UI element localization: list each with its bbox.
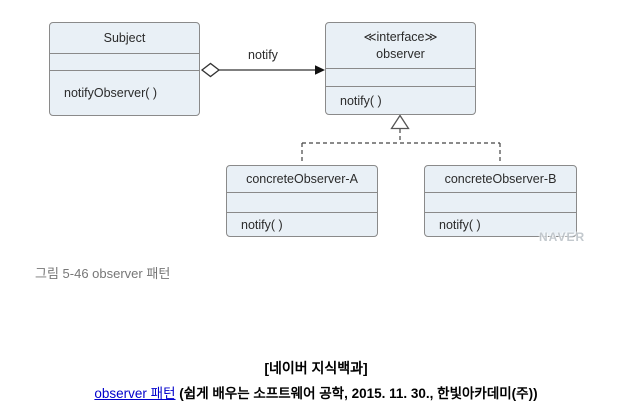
figure-caption: 그림 5-46 observer 패턴 (35, 266, 171, 281)
class-attributes-observer (326, 69, 475, 87)
class-box-observer: ≪interface≫ observer notify( ) (325, 22, 476, 115)
class-attributes-concrete-observer-b (425, 193, 576, 213)
class-name-observer: observer (376, 46, 425, 61)
class-method-concrete-observer-b: notify( ) (439, 217, 481, 232)
aggregation-diamond-icon (200, 62, 221, 78)
class-method-concrete-observer-a: notify( ) (241, 217, 283, 232)
class-box-concrete-observer-b: concreteObserver-B notify( ) (424, 165, 577, 237)
class-attributes-concrete-observer-a (227, 193, 377, 213)
citation-line: observer 패턴 (쉽게 배우는 소프트웨어 공학, 2015. 11. … (0, 382, 632, 402)
realization-dashed-lines (301, 129, 501, 164)
class-method-subject: notifyObserver( ) (64, 86, 158, 100)
class-header-observer: ≪interface≫ observer (326, 23, 475, 69)
class-name-subject: Subject (50, 23, 199, 54)
realization-triangle-icon (390, 114, 410, 130)
naver-watermark: NAVER (539, 230, 586, 244)
class-name-concrete-observer-a: concreteObserver-A (227, 166, 377, 193)
class-method-observer: notify( ) (340, 93, 382, 108)
stereotype-interface: ≪interface≫ (363, 29, 438, 44)
source-title: [네이버 지식백과] (264, 360, 368, 376)
association-label-notify: notify (248, 48, 278, 62)
observer-pattern-link[interactable]: observer 패턴 (94, 386, 176, 401)
class-attributes-subject (50, 54, 199, 71)
citation-text: (쉽게 배우는 소프트웨어 공학, 2015. 11. 30., 한빛아카데미(… (179, 386, 538, 401)
class-box-concrete-observer-a: concreteObserver-A notify( ) (226, 165, 378, 237)
class-box-subject: Subject notifyObserver( ) (49, 22, 200, 116)
class-name-concrete-observer-b: concreteObserver-B (425, 166, 576, 193)
arrowhead-icon (315, 65, 325, 75)
